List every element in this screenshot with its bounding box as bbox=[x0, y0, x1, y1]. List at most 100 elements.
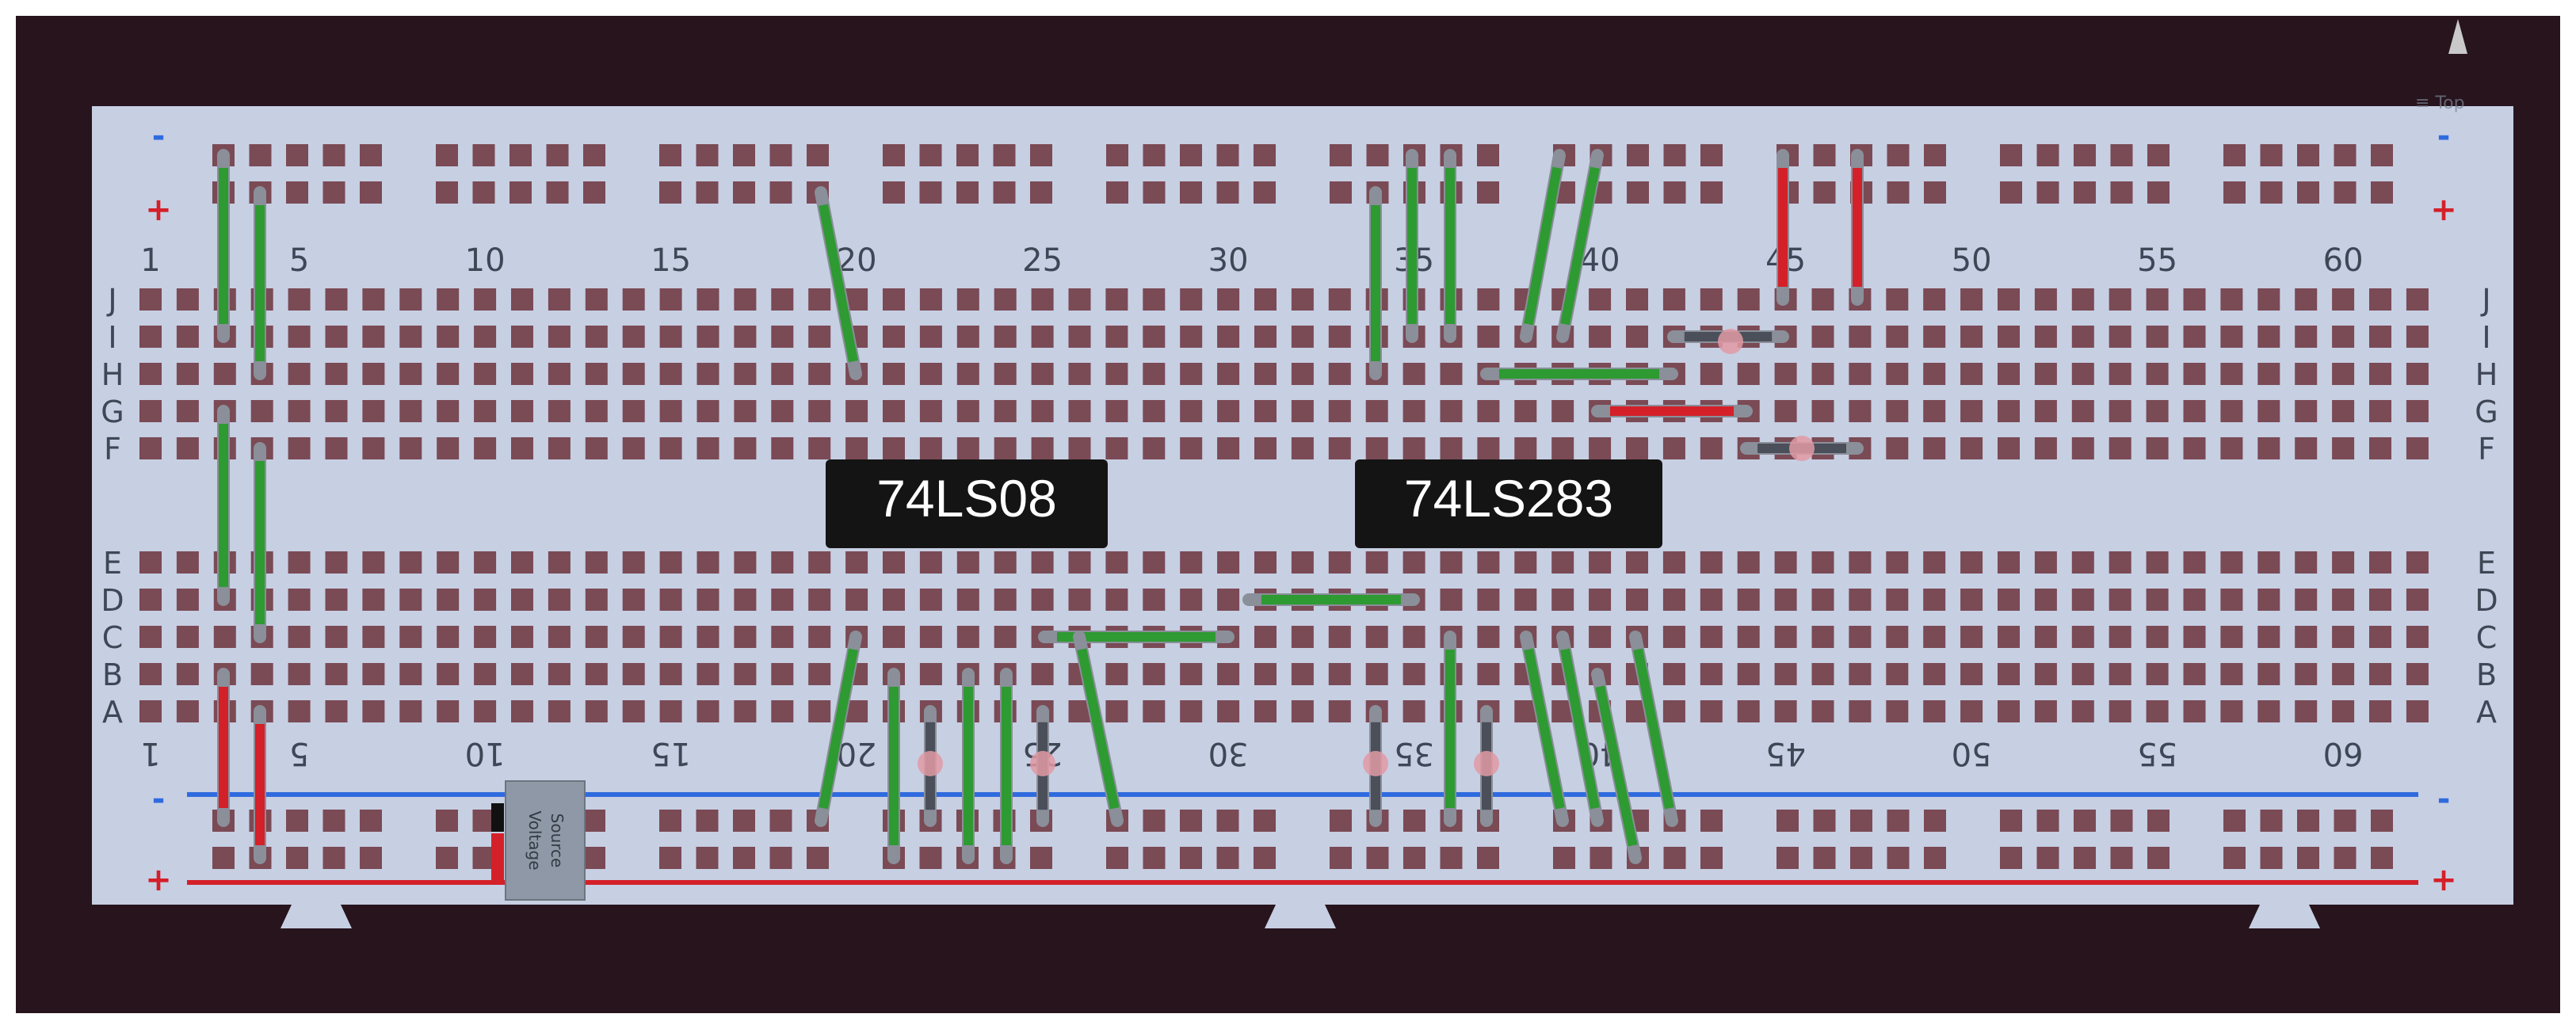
hole[interactable] bbox=[1068, 551, 1091, 574]
hole[interactable] bbox=[2220, 326, 2243, 348]
hole[interactable] bbox=[1105, 700, 1128, 722]
hole[interactable] bbox=[362, 589, 385, 611]
hole[interactable] bbox=[1143, 288, 1166, 311]
rail-hole[interactable] bbox=[546, 144, 569, 166]
hole[interactable] bbox=[1737, 288, 1760, 311]
hole[interactable] bbox=[1143, 551, 1166, 574]
hole[interactable] bbox=[2146, 288, 2169, 311]
hole[interactable] bbox=[659, 437, 682, 459]
jumper-wire-6[interactable] bbox=[819, 204, 858, 363]
hole[interactable] bbox=[1700, 288, 1723, 311]
rail-hole[interactable] bbox=[1180, 810, 1202, 832]
rail-hole[interactable] bbox=[212, 847, 235, 869]
hole[interactable] bbox=[399, 326, 422, 348]
hole[interactable] bbox=[2332, 400, 2355, 422]
rail-hole[interactable] bbox=[1700, 810, 1723, 832]
hole[interactable] bbox=[2369, 288, 2391, 311]
hole[interactable] bbox=[1849, 663, 1872, 685]
hole[interactable] bbox=[288, 700, 311, 722]
hole[interactable] bbox=[1811, 288, 1834, 311]
hole[interactable] bbox=[511, 663, 533, 685]
hole[interactable] bbox=[511, 589, 533, 611]
rail-hole[interactable] bbox=[2260, 144, 2283, 166]
rail-hole[interactable] bbox=[769, 181, 792, 204]
hole[interactable] bbox=[622, 363, 645, 385]
rail-hole[interactable] bbox=[360, 144, 382, 166]
rail-hole[interactable] bbox=[1366, 847, 1389, 869]
hole[interactable] bbox=[1774, 400, 1797, 422]
hole[interactable] bbox=[1402, 663, 1425, 685]
hole[interactable] bbox=[1960, 437, 1983, 459]
chip-74ls283[interactable]: 74LS283 bbox=[1355, 459, 1662, 548]
rail-hole[interactable] bbox=[472, 847, 495, 869]
hole[interactable] bbox=[1105, 363, 1128, 385]
hole[interactable] bbox=[808, 700, 831, 722]
hole[interactable] bbox=[1998, 363, 2020, 385]
rail-hole[interactable] bbox=[1180, 144, 1202, 166]
hole[interactable] bbox=[808, 326, 831, 348]
jumper-wire-25[interactable] bbox=[1633, 648, 1674, 810]
hole[interactable] bbox=[2295, 663, 2318, 685]
rail-hole[interactable] bbox=[1924, 847, 1946, 869]
hole[interactable] bbox=[1589, 626, 1612, 648]
rail-hole[interactable] bbox=[1589, 847, 1612, 869]
hole[interactable] bbox=[1960, 551, 1983, 574]
hole[interactable] bbox=[1402, 626, 1425, 648]
hole[interactable] bbox=[1402, 700, 1425, 722]
hole[interactable] bbox=[1737, 363, 1760, 385]
hole[interactable] bbox=[2257, 700, 2280, 722]
component-body[interactable] bbox=[1718, 329, 1743, 354]
rail-hole[interactable] bbox=[733, 181, 755, 204]
rail-hole[interactable] bbox=[1663, 847, 1686, 869]
component-body[interactable] bbox=[918, 751, 943, 776]
hole[interactable] bbox=[1923, 589, 1946, 611]
hole[interactable] bbox=[1291, 626, 1314, 648]
rail-hole[interactable] bbox=[2334, 144, 2357, 166]
hole[interactable] bbox=[511, 437, 533, 459]
hole[interactable] bbox=[2146, 700, 2169, 722]
hole[interactable] bbox=[2220, 663, 2243, 685]
hole[interactable] bbox=[1291, 400, 1314, 422]
hole[interactable] bbox=[1440, 551, 1463, 574]
hole[interactable] bbox=[2109, 663, 2131, 685]
hole[interactable] bbox=[1700, 589, 1723, 611]
hole[interactable] bbox=[288, 326, 311, 348]
hole[interactable] bbox=[1217, 400, 1240, 422]
hole[interactable] bbox=[2183, 363, 2206, 385]
scroll-up-arrow-icon[interactable] bbox=[2447, 17, 2469, 55]
hole[interactable] bbox=[734, 626, 757, 648]
hole[interactable] bbox=[1923, 326, 1946, 348]
rail-hole[interactable] bbox=[322, 144, 345, 166]
hole[interactable] bbox=[2109, 437, 2131, 459]
rail-hole[interactable] bbox=[1216, 847, 1239, 869]
hole[interactable] bbox=[1811, 589, 1834, 611]
rail-hole[interactable] bbox=[919, 847, 942, 869]
hole[interactable] bbox=[2369, 663, 2391, 685]
hole[interactable] bbox=[1700, 363, 1723, 385]
hole[interactable] bbox=[1662, 589, 1685, 611]
hole[interactable] bbox=[2034, 551, 2057, 574]
hole[interactable] bbox=[1849, 626, 1872, 648]
hole[interactable] bbox=[2071, 288, 2094, 311]
rail-hole[interactable] bbox=[659, 810, 681, 832]
hole[interactable] bbox=[1923, 400, 1946, 422]
hole[interactable] bbox=[1402, 363, 1425, 385]
hole[interactable] bbox=[1849, 400, 1872, 422]
hole[interactable] bbox=[548, 589, 571, 611]
hole[interactable] bbox=[325, 288, 348, 311]
hole[interactable] bbox=[771, 437, 794, 459]
rail-hole[interactable] bbox=[322, 181, 345, 204]
hole[interactable] bbox=[1998, 551, 2020, 574]
hole[interactable] bbox=[2146, 626, 2169, 648]
hole[interactable] bbox=[511, 363, 533, 385]
hole[interactable] bbox=[883, 626, 905, 648]
rail-hole[interactable] bbox=[1143, 144, 1166, 166]
hole[interactable] bbox=[808, 663, 831, 685]
hole[interactable] bbox=[474, 700, 497, 722]
jumper-wire-20[interactable] bbox=[1077, 648, 1120, 810]
hole[interactable] bbox=[622, 663, 645, 685]
rail-hole[interactable] bbox=[1850, 810, 1872, 832]
hole[interactable] bbox=[325, 700, 348, 722]
hole[interactable] bbox=[437, 363, 460, 385]
hole[interactable] bbox=[548, 663, 571, 685]
